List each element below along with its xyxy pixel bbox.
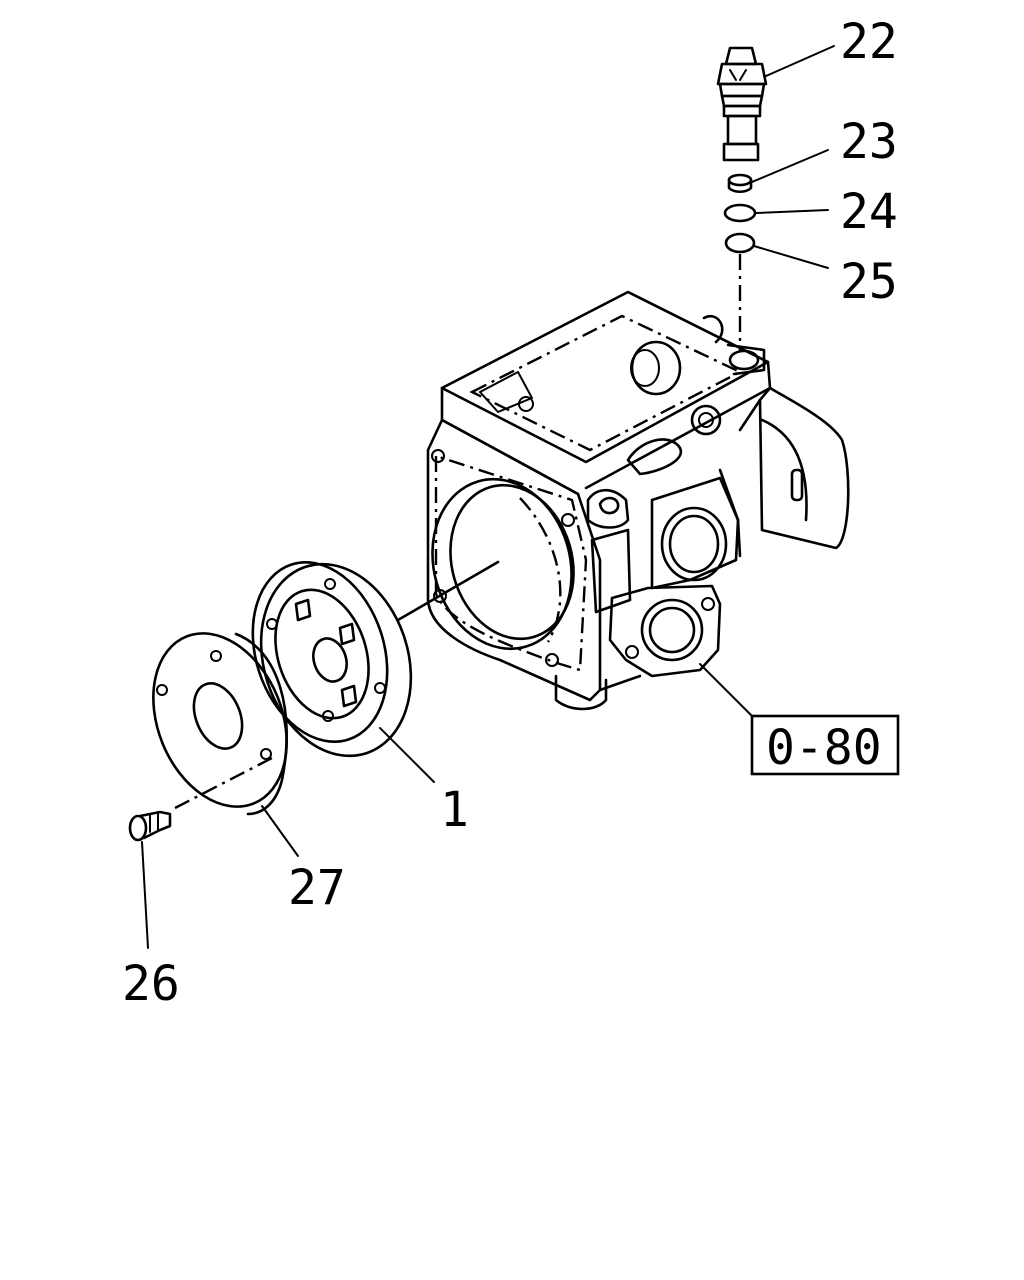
part-24-o-ring — [723, 203, 757, 223]
part-27-cover-plate — [152, 632, 288, 816]
reference-label: 0-80 — [766, 720, 882, 776]
reference-box[interactable]: 0-80 — [750, 714, 900, 776]
callout-25: 25 — [840, 254, 898, 310]
callout-1: 1 — [440, 782, 469, 838]
callout-27: 27 — [288, 860, 346, 916]
callout-23: 23 — [840, 114, 898, 170]
callout-26: 26 — [122, 956, 180, 1012]
part-26-screw — [128, 810, 172, 842]
screw-assembly-axis — [174, 756, 273, 810]
callout-24: 24 — [840, 184, 898, 240]
pump-housing — [426, 290, 850, 711]
plate-assembly-axis — [396, 560, 500, 622]
part-23-seal-nut — [727, 173, 753, 194]
leader-lines — [141, 45, 835, 949]
part-22-valve-fitting — [716, 46, 768, 162]
part-25-o-ring — [724, 232, 756, 254]
part-1-pump-plate — [251, 560, 413, 758]
callout-22: 22 — [840, 14, 898, 70]
